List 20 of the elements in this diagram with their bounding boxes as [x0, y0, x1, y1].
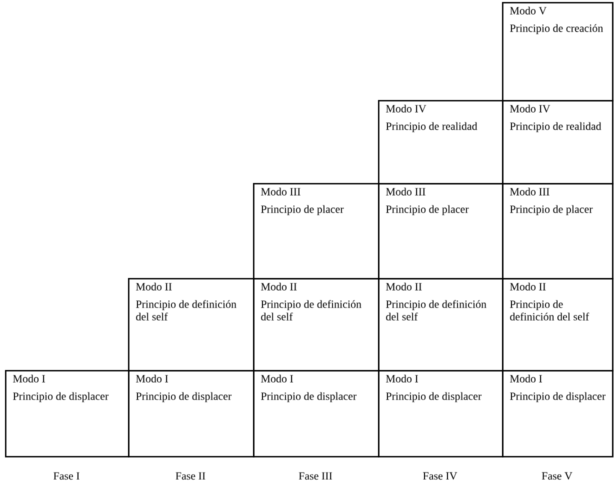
phase-label: Fase I — [54, 472, 80, 480]
mode-cell: Modo III Principio de placer — [502, 183, 614, 280]
mode-cell: Modo IV Principio de realidad — [378, 100, 504, 184]
mode-cell: Modo III Principio de placer — [378, 183, 504, 280]
mode-cell: Modo I Principio de displacer — [128, 370, 254, 458]
phase-label: Fase IV — [423, 472, 458, 480]
mode-cell: Modo I Principio de displacer — [253, 370, 380, 458]
mode-cell: Modo IV Principio de realidad — [502, 100, 614, 184]
phase-label: Fase III — [298, 472, 332, 480]
mode-cell: Modo II Principio de definición del self — [253, 278, 380, 372]
mode-cell: Modo II Principio de definición del self — [502, 278, 614, 372]
mode-cell: Modo V Principio de creación — [502, 2, 614, 102]
phase-label: Fase V — [542, 472, 572, 480]
mode-cell: Modo II Principio de definición del self — [378, 278, 504, 372]
mode-cell: Modo III Principio de placer — [253, 183, 380, 280]
mode-cell: Modo I Principio de displacer — [5, 370, 130, 458]
phase-label: Fase II — [176, 472, 206, 480]
mode-cell: Modo I Principio de displacer — [502, 370, 614, 458]
mode-cell: Modo I Principio de displacer — [378, 370, 504, 458]
mode-cell: Modo II Principio de definición del self — [128, 278, 254, 372]
